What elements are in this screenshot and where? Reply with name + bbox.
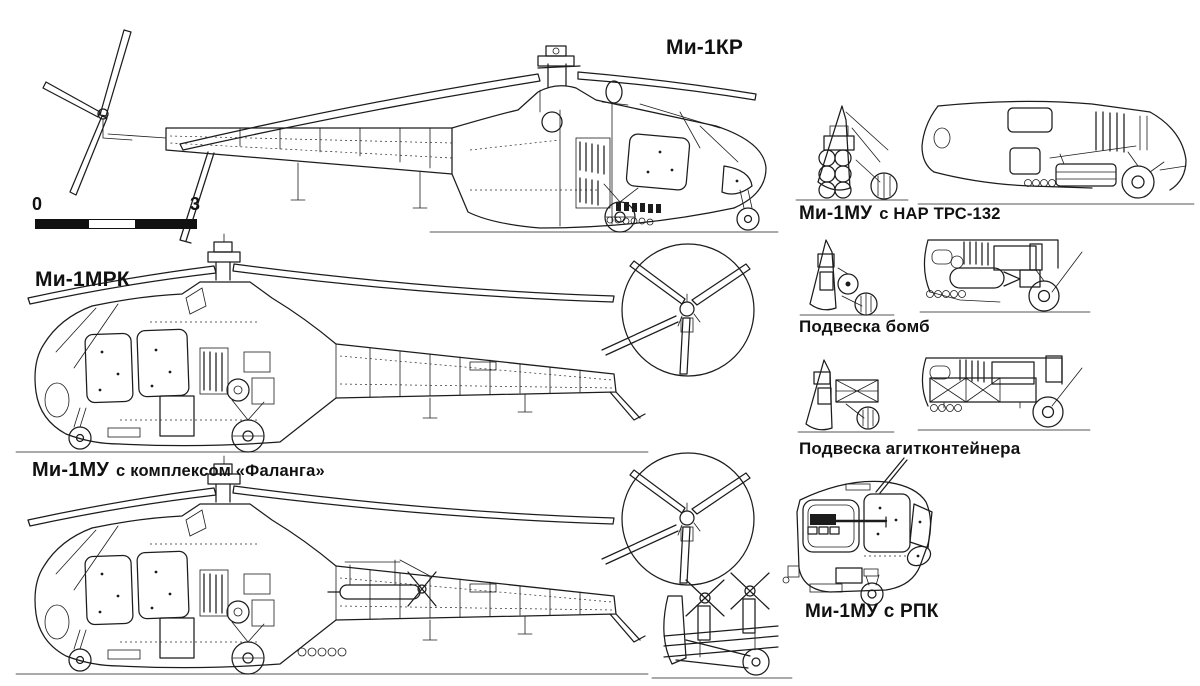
scale-bar-segment xyxy=(88,220,136,228)
figure-rpk-cabin-view xyxy=(782,457,933,606)
label-mi1mu-nar-type: Ми-1МУ xyxy=(799,203,873,224)
figure-nar-trs132-front-detail xyxy=(795,105,909,201)
label-mi1mu-nar-detail: с НАР ТРС-132 xyxy=(879,205,1001,223)
figure-tail-rotor-detail-inset xyxy=(601,243,755,377)
scale-bar-segment xyxy=(135,220,196,228)
figure-falanga-missile-overlay xyxy=(297,559,437,657)
scale-bar: 0 3 xyxy=(28,194,202,234)
label-mi1kr: Ми-1КР xyxy=(666,36,744,59)
figure-mi1mrk-side-view xyxy=(15,233,649,453)
figure-falanga-rack-detail xyxy=(651,572,793,679)
scale-bar-segment xyxy=(36,220,89,228)
scale-bar-start-value: 0 xyxy=(32,194,43,214)
label-mi1mu-rpk: Ми-1МУ с РПК xyxy=(805,601,939,622)
label-mi1mu-nar: Ми-1МУ с НАР ТРС-132 xyxy=(799,203,1001,225)
label-bomb-rack: Подвеска бомб xyxy=(799,317,930,336)
figure-agit-front-detail xyxy=(797,359,895,433)
scale-bar-track xyxy=(35,219,197,229)
label-mi1mu-falanga-detail: с комплексом «Фаланга» xyxy=(116,462,325,480)
figure-agit-side-view xyxy=(917,355,1091,431)
figure-mi1mu-falanga-side-view xyxy=(15,455,649,675)
figure-bomb-side-view xyxy=(919,239,1091,313)
figure-mi1kr-side-view xyxy=(42,29,779,244)
label-agit-container: Подвеска агитконтейнера xyxy=(799,439,1021,458)
label-mi1mu-falanga: Ми-1МУ с комплексом «Фаланга» xyxy=(32,459,325,482)
label-mi1mu-falanga-type: Ми-1МУ xyxy=(32,459,110,481)
label-mi1mrk: Ми-1МРК xyxy=(35,268,130,291)
figure-nar-trs132-side-view xyxy=(917,100,1195,205)
scale-bar-end-value: 3 xyxy=(189,194,200,214)
figure-bomb-front-detail xyxy=(799,239,895,316)
